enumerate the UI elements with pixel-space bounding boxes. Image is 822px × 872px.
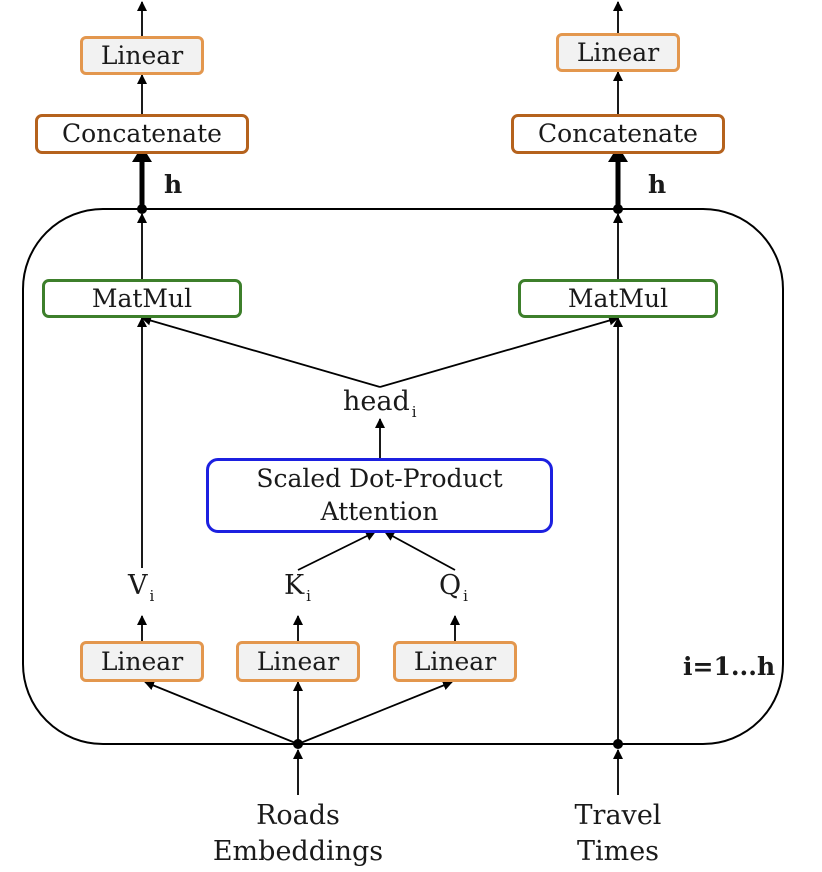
left-concatenate: Concatenate [35, 114, 249, 154]
head-to-right-matmul [379, 315, 619, 388]
right-top-junction [613, 204, 623, 214]
roads-junction [293, 739, 303, 749]
k-text: K [284, 570, 305, 601]
q-to-attention [384, 531, 456, 571]
k-subscript: i [306, 586, 311, 605]
head-subscript: i [411, 402, 417, 421]
travel-times-label: Travel Times [538, 798, 698, 870]
left-matmul: MatMul [42, 279, 242, 318]
q-subscript: i [463, 586, 468, 605]
linear-k: Linear [236, 641, 360, 682]
linear-v: Linear [80, 641, 204, 682]
linear-q: Linear [393, 641, 517, 682]
head-text: head [343, 386, 410, 417]
v-text: V [128, 570, 148, 601]
attention-line2: Attention [320, 496, 439, 526]
roads-to-linear-q [297, 680, 453, 745]
v-subscript: i [149, 586, 155, 605]
multi-head-container [22, 208, 784, 745]
left-h-label: h [164, 170, 183, 199]
left-top-junction [137, 204, 147, 214]
travel-line1: Travel [574, 800, 662, 831]
attention-line1: Scaled Dot-Product [256, 464, 503, 493]
left-output-linear: Linear [80, 36, 204, 75]
head-to-left-matmul [141, 315, 381, 388]
scaled-dot-product-attention: Scaled Dot-Product Attention [206, 458, 553, 533]
roads-to-linear-v [144, 680, 299, 745]
k-to-attention [297, 531, 376, 571]
q-text: Q [439, 570, 462, 601]
right-concatenate: Concatenate [511, 114, 725, 154]
right-h-label: h [648, 170, 667, 199]
roads-embeddings-label: Roads Embeddings [188, 798, 408, 870]
right-output-linear: Linear [556, 33, 680, 72]
right-matmul: MatMul [518, 279, 718, 318]
travel-junction [613, 739, 623, 749]
repeat-label: i=1...h [683, 652, 776, 681]
travel-line2: Times [576, 836, 660, 867]
roads-line2: Embeddings [212, 836, 384, 867]
roads-line1: Roads [256, 800, 340, 831]
